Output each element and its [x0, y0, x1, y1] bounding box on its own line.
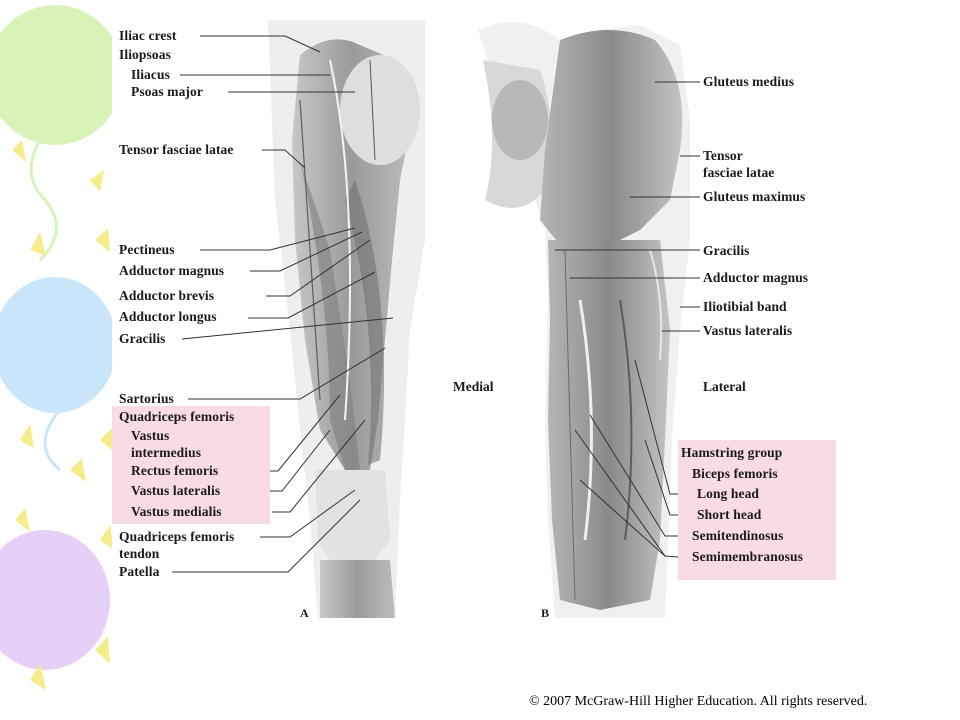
purple-balloon — [0, 530, 110, 670]
yellow-confetti — [12, 140, 114, 690]
label-iliotibial-band: Iliotibial band — [703, 299, 787, 314]
label-vastus-lateralis-a: Vastus lateralis — [131, 483, 221, 498]
label-quadriceps-tendon-1: Quadriceps femoris — [119, 529, 235, 544]
label-adductor-magnus-b: Adductor magnus — [703, 270, 809, 285]
label-semimembranosus: Semimembranosus — [692, 549, 804, 564]
blue-balloon — [0, 277, 117, 472]
label-pectineus: Pectineus — [119, 242, 175, 257]
label-iliopsoas: Iliopsoas — [119, 47, 171, 62]
label-adductor-longus: Adductor longus — [119, 309, 217, 324]
label-gracilis-a: Gracilis — [119, 331, 166, 346]
label-vastus-medialis: Vastus medialis — [131, 504, 222, 519]
label-semitendinosus: Semitendinosus — [692, 528, 784, 543]
label-psoas-major: Psoas major — [131, 84, 203, 99]
label-vastus-intermedius-2: intermedius — [131, 445, 202, 460]
label-vastus-lateralis-b: Vastus lateralis — [703, 323, 793, 338]
leg-muscles-figure: Iliac crest Iliopsoas Iliacus Psoas majo… — [112, 6, 842, 626]
hamstring-highlight — [678, 440, 836, 580]
label-hamstring-group: Hamstring group — [681, 445, 783, 460]
label-rectus-femoris: Rectus femoris — [131, 463, 219, 478]
leader-lines-a — [172, 35, 394, 573]
label-lateral: Lateral — [703, 379, 746, 394]
green-balloon — [0, 5, 123, 262]
label-long-head: Long head — [697, 486, 760, 501]
anatomy-illustration — [172, 20, 700, 618]
panel-letter-a: A — [300, 606, 309, 620]
label-iliacus: Iliacus — [131, 67, 170, 82]
label-gluteus-maximus: Gluteus maximus — [703, 189, 806, 204]
label-adductor-brevis: Adductor brevis — [119, 288, 215, 303]
copyright-notice: © 2007 McGraw-Hill Higher Education. All… — [529, 694, 868, 709]
label-short-head: Short head — [697, 507, 762, 522]
label-tensor-fasciae-latae: Tensor fasciae latae — [119, 142, 234, 157]
label-gracilis-b: Gracilis — [703, 243, 750, 258]
posterior-thigh-drawing — [478, 22, 690, 618]
label-tensor-b-1: Tensor — [703, 148, 743, 163]
label-quadriceps-tendon-2: tendon — [119, 546, 160, 561]
label-iliac-crest: Iliac crest — [119, 28, 177, 43]
label-medial: Medial — [453, 379, 494, 394]
label-vastus-intermedius-1: Vastus — [131, 428, 170, 443]
quadriceps-highlight — [112, 406, 270, 524]
panel-letter-b: B — [541, 606, 550, 620]
label-biceps-femoris: Biceps femoris — [692, 466, 778, 481]
label-gluteus-medius: Gluteus medius — [703, 74, 795, 89]
label-adductor-magnus: Adductor magnus — [119, 263, 225, 278]
label-patella: Patella — [119, 564, 160, 579]
anterior-thigh-drawing — [268, 20, 425, 618]
label-quadriceps-femoris: Quadriceps femoris — [119, 409, 235, 424]
label-sartorius: Sartorius — [119, 391, 174, 406]
label-tensor-b-2: fasciae latae — [703, 165, 775, 180]
